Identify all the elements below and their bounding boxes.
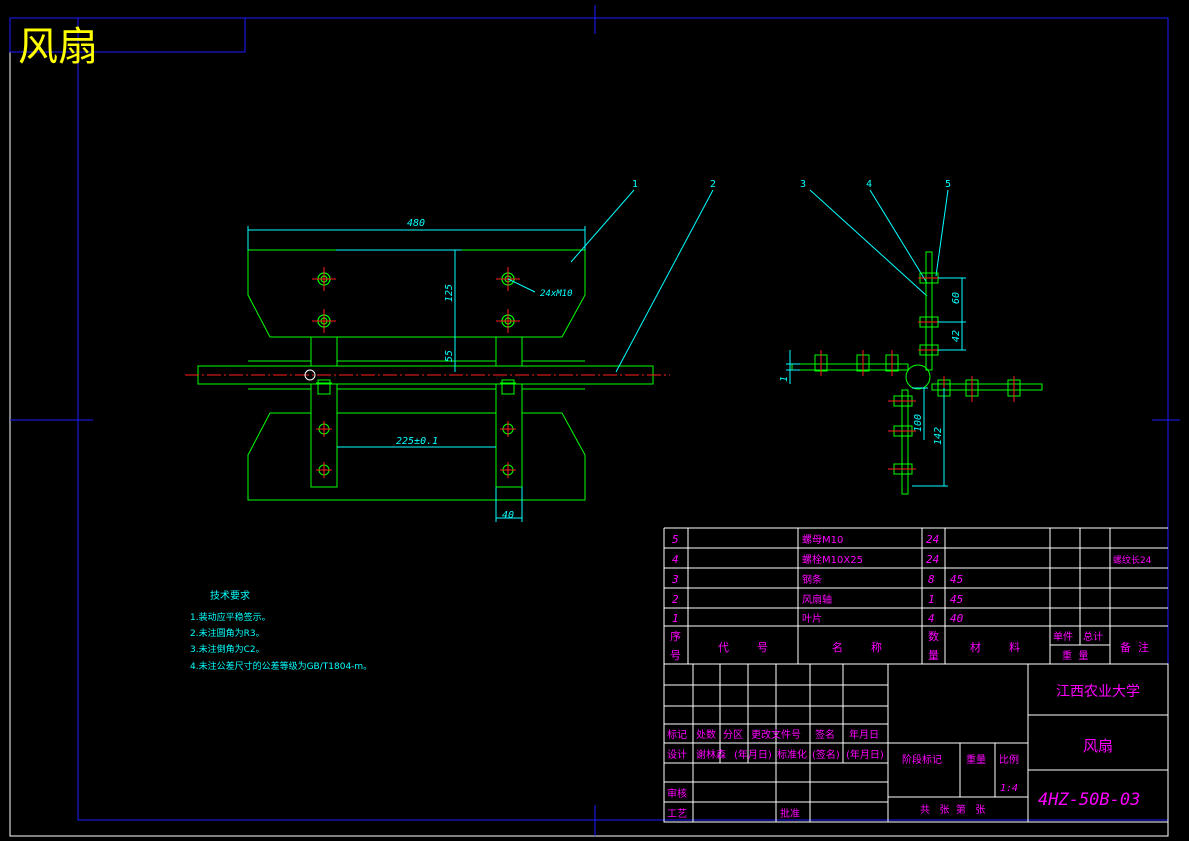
design-date: (年月日) bbox=[734, 748, 772, 761]
designer-name: 谢林森 bbox=[696, 748, 726, 761]
tech-req-item-4: 4.未注公差尺寸的公差等级为GB/T1804-m。 bbox=[190, 660, 372, 672]
bom-row-4-note: 螺纹长24 bbox=[1113, 554, 1152, 566]
bom-header-qty-bottom: 量 bbox=[928, 649, 939, 662]
bom-row-2-name: 风扇轴 bbox=[802, 593, 832, 606]
bom-row-2-seq: 2 bbox=[672, 593, 679, 606]
bom-row-4-qty: 24 bbox=[926, 553, 939, 566]
lower-blade-outline bbox=[247, 412, 586, 501]
bom-header-note: 备 注 bbox=[1120, 640, 1149, 654]
bom-header-weight: 重 量 bbox=[1062, 649, 1088, 662]
side-view: 60 42 1 100 142 bbox=[779, 251, 1043, 495]
upper-blade-outline bbox=[247, 249, 586, 338]
rev-header-docno: 更改文件号 bbox=[751, 728, 801, 741]
dim-1: 1 bbox=[779, 376, 790, 382]
balloon-5: 5 bbox=[945, 179, 951, 190]
bom-row-4-seq: 4 bbox=[672, 553, 679, 566]
front-dimensions bbox=[247, 226, 586, 522]
bom-row-3-qty: 8 bbox=[928, 573, 935, 586]
balloon-2: 2 bbox=[710, 179, 716, 190]
dim-42: 42 bbox=[951, 330, 962, 342]
bom-row-2-material: 45 bbox=[950, 593, 963, 606]
bom-row-1-qty: 4 bbox=[928, 612, 935, 625]
balloon-leaders bbox=[570, 189, 949, 373]
dim-55: 55 bbox=[444, 350, 455, 362]
scale-label: 比例 bbox=[999, 753, 1019, 766]
bom-row-4-name: 螺栓M10X25 bbox=[802, 553, 863, 566]
bom-header-code: 代 号 bbox=[718, 641, 768, 654]
dim-60: 60 bbox=[951, 292, 962, 304]
bom-row-1-material: 40 bbox=[950, 612, 964, 625]
standardization-sign: (签名) bbox=[812, 748, 840, 761]
dim-width-480: 480 bbox=[407, 218, 425, 229]
bom-header-qty-top: 数 bbox=[928, 630, 939, 643]
scale-value: 1:4 bbox=[1000, 783, 1018, 794]
sheet-border bbox=[9, 17, 1169, 837]
tech-req-item-3: 3.未注倒角为C2。 bbox=[190, 643, 265, 655]
shaft-nuts bbox=[316, 379, 516, 395]
standardization-label: 标准化 bbox=[777, 748, 807, 761]
stage-mark-label: 阶段标记 bbox=[902, 753, 942, 766]
rev-header-zone: 分区 bbox=[723, 729, 743, 741]
school-name: 江西农业大学 bbox=[1056, 684, 1140, 700]
bom-row-3-seq: 3 bbox=[671, 573, 679, 586]
inner-frame bbox=[9, 5, 1180, 836]
bom-row-3-name: 钢条 bbox=[802, 573, 822, 586]
rev-header-count: 处数 bbox=[696, 728, 716, 741]
process-label: 工艺 bbox=[667, 808, 687, 820]
title-block-drawing-name: 风扇 bbox=[1083, 737, 1113, 755]
design-label: 设计 bbox=[667, 748, 687, 761]
bom-header-name: 名 称 bbox=[832, 640, 882, 654]
bom-row-1-seq: 1 bbox=[672, 612, 679, 625]
bolt-holes-upper bbox=[317, 272, 515, 328]
weight-label: 重量 bbox=[966, 753, 986, 766]
title-block: 标记 处数 分区 更改文件号 签名 年月日 设计 谢林森 (年月日) 标准化 (… bbox=[663, 663, 1169, 823]
bom-header-material: 材 料 bbox=[970, 640, 1020, 654]
standardization-date: (年月日) bbox=[846, 748, 884, 761]
bom-header-seq-top: 序 bbox=[670, 629, 681, 643]
rev-header-sign: 签名 bbox=[815, 728, 835, 741]
rev-header-date: 年月日 bbox=[849, 728, 879, 741]
bom-table: 5 螺母M10 24 4 螺栓M10X25 24 螺纹长24 3 钢条 8 45… bbox=[663, 527, 1168, 665]
bom-row-1-name: 叶片 bbox=[802, 612, 822, 625]
bom-row-3-material: 45 bbox=[950, 573, 963, 586]
bom-row-5-name: 螺母M10 bbox=[802, 534, 843, 546]
bom-row-2-qty: 1 bbox=[928, 593, 935, 606]
drawing-title: 风扇 bbox=[18, 24, 98, 70]
dim-100: 100 bbox=[913, 414, 924, 432]
bom-row-5-qty: 24 bbox=[926, 533, 939, 546]
tech-req-item-2: 2.未注圆角为R3。 bbox=[190, 627, 265, 639]
approve-label: 批准 bbox=[780, 807, 800, 820]
rev-header-mark: 标记 bbox=[667, 729, 687, 741]
sheet-info: 共 张 第 张 bbox=[920, 803, 985, 816]
bom-header-unit: 单件 bbox=[1053, 631, 1073, 643]
bolt-centerlines-upper bbox=[312, 267, 520, 333]
balloon-4: 4 bbox=[866, 179, 872, 190]
dim-125: 125 bbox=[444, 284, 455, 302]
dim-142: 142 bbox=[933, 427, 944, 445]
bolt-callout: 24xM10 bbox=[540, 289, 573, 299]
dim-225: 225±0.1 bbox=[396, 436, 438, 447]
tech-req-heading: 技术要求 bbox=[210, 589, 250, 602]
steel-strip-right bbox=[495, 336, 523, 488]
bolt-holes-lower bbox=[318, 423, 514, 476]
balloon-3: 3 bbox=[800, 179, 806, 190]
balloon-1: 1 bbox=[632, 179, 638, 190]
bom-header-total: 总计 bbox=[1083, 630, 1103, 643]
review-label: 审核 bbox=[667, 787, 687, 800]
bom-row-5-seq: 5 bbox=[672, 533, 679, 546]
bom-header-seq-bottom: 号 bbox=[670, 649, 681, 662]
bolt-centerlines-lower bbox=[316, 421, 516, 478]
dim-40: 40 bbox=[502, 510, 514, 521]
front-view: 480 125 55 225±0.1 40 24xM10 bbox=[185, 218, 670, 522]
drawing-number: 4HZ-50B-03 bbox=[1038, 790, 1140, 810]
tech-req-item-1: 1.装动应平稳签示。 bbox=[190, 611, 271, 623]
shaft-end-circle bbox=[304, 369, 316, 381]
tech-requirements: 技术要求 1.装动应平稳签示。 2.未注圆角为R3。 3.未注倒角为C2。 4.… bbox=[190, 589, 372, 672]
